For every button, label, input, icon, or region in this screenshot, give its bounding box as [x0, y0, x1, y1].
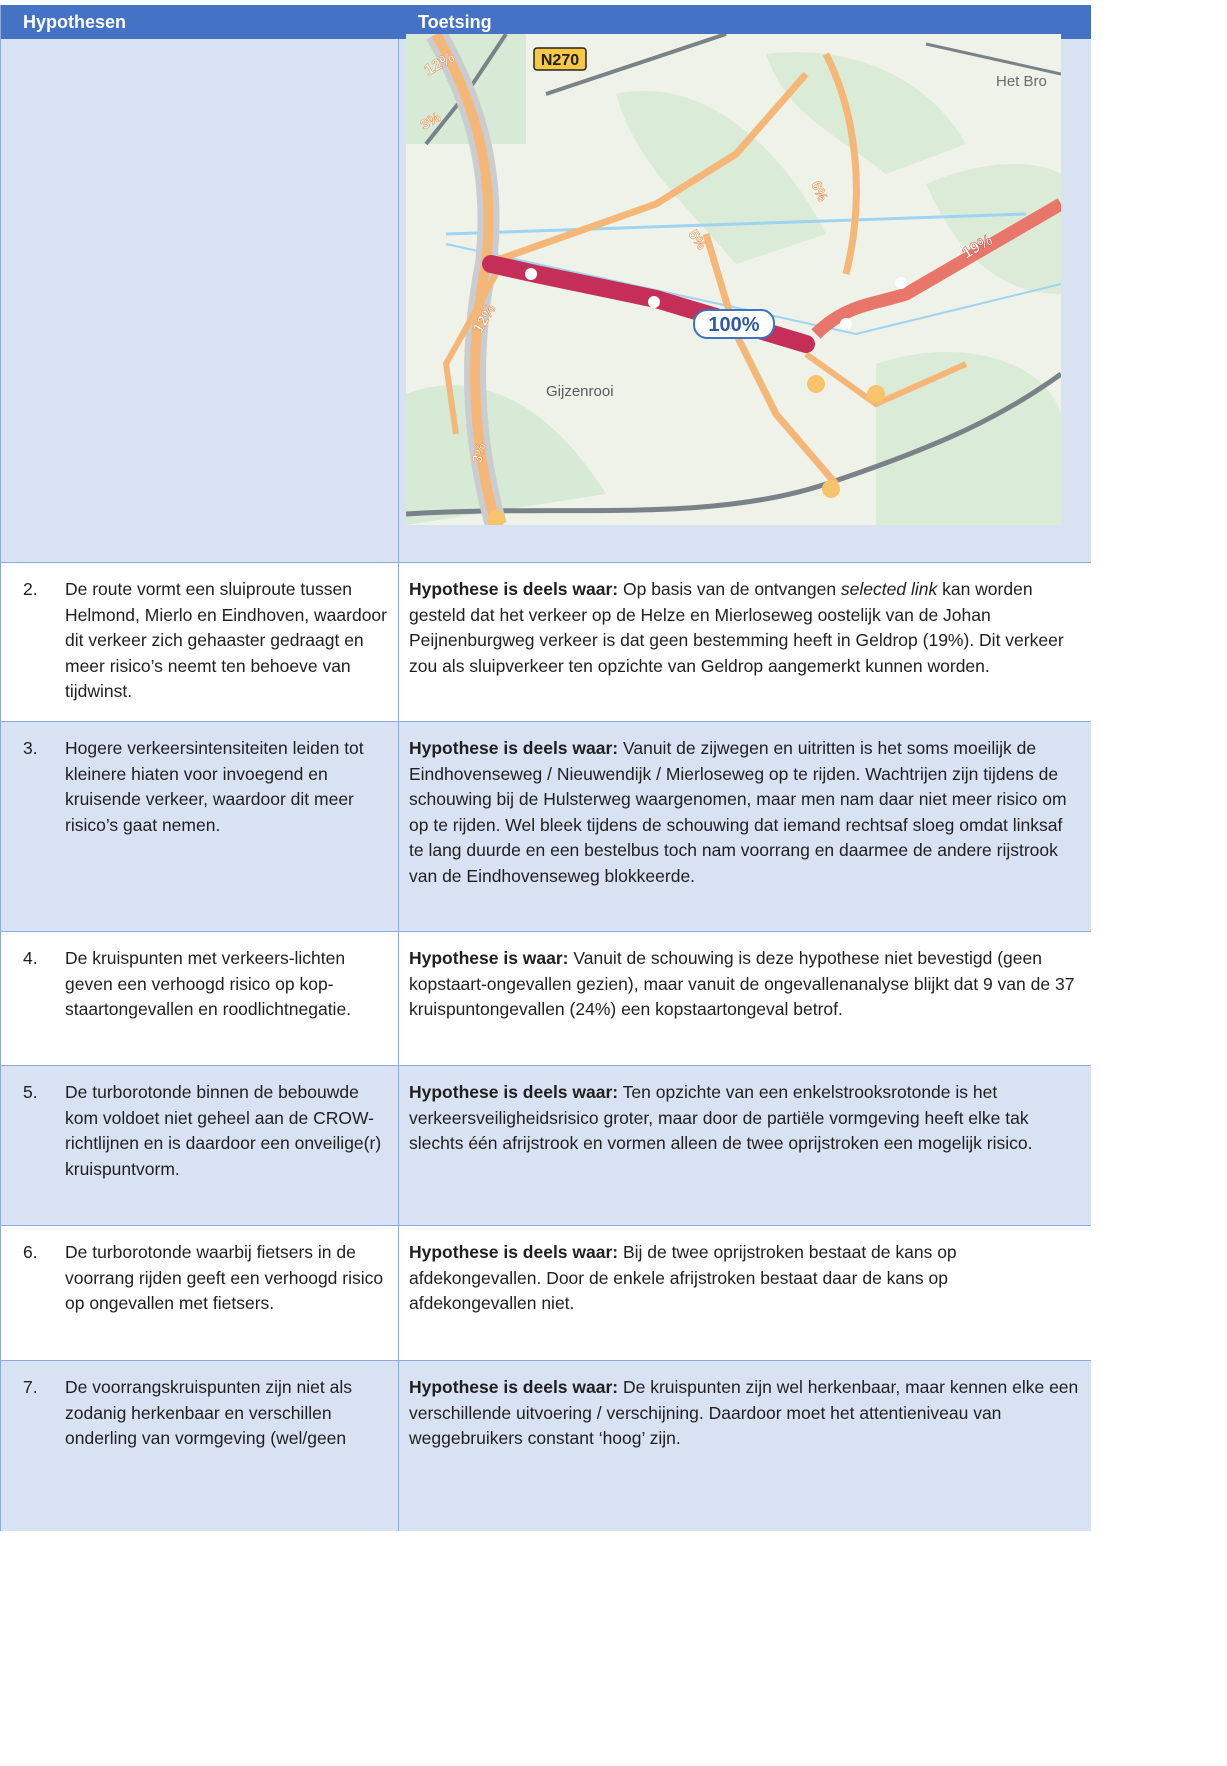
route-node [648, 296, 660, 308]
route-node [840, 318, 852, 330]
table-row: 6. De turborotonde waarbij fietsers in d… [1, 1226, 1091, 1361]
poi-marker-icon [867, 385, 885, 403]
route-node [895, 277, 907, 289]
highway-road [545, 34, 727, 96]
assessment-text: Hypothese is deels waar: Vanuit de zijwe… [409, 738, 1067, 886]
place-label: Gijzenrooi [546, 383, 614, 400]
assessment-verdict: Hypothese is deels waar: [409, 738, 619, 758]
highway-road [925, 42, 1061, 76]
assessment-text: Hypothese is deels waar: De kruispunten … [409, 1377, 1079, 1448]
assessment-verdict: Hypothese is deels waar: [409, 1242, 619, 1262]
secondary-route [822, 52, 860, 275]
table-row: 7. De voorrangskruispunten zijn niet als… [1, 1361, 1091, 1531]
road-number-label: N270 [541, 52, 579, 69]
selection-badge [693, 309, 775, 339]
header-hypothesen: Hypothesen [23, 12, 127, 32]
secondary-route [484, 71, 809, 268]
east-route [811, 198, 1061, 339]
highway-road [406, 371, 1061, 517]
assessment-text: Hypothese is deels waar: Op basis van de… [409, 579, 1064, 676]
poi-marker-icon [487, 510, 505, 525]
forest-area [876, 352, 1061, 525]
assessment-verdict: Hypothese is deels waar: [409, 579, 619, 599]
secondary-route [442, 272, 499, 435]
hypothesis-text: De kruispunten met verkeers-lichten geve… [65, 948, 352, 1019]
table-row: 4. De kruispunten met verkeers-lichten g… [1, 932, 1091, 1066]
hypothesis-text: De voorrangskruispunten zijn niet als zo… [65, 1377, 352, 1448]
hypothesis-text: De turborotonde binnen de bebouwde kom v… [65, 1082, 382, 1179]
row-number: 6. [23, 1242, 38, 1262]
assessment-text: Hypothese is deels waar: Ten opzichte va… [409, 1082, 1033, 1153]
assessment-text: Hypothese is deels waar: Bij de twee opr… [409, 1242, 957, 1313]
assessment-text: Hypothese is waar: Vanuit de schouwing i… [409, 948, 1075, 1019]
forest-area [616, 90, 826, 264]
row-number: 3. [23, 738, 38, 758]
secondary-route [804, 351, 968, 408]
hypothesis-text: Hogere verkeersintensiteiten leiden tot … [65, 738, 364, 835]
selected-link-term: selected link [840, 579, 938, 599]
road-number-badge [533, 47, 587, 71]
selected-link-map: N270 Het Bro Gijzenrooi 100% 12% 3% 6% 5… [406, 34, 1061, 525]
poi-marker-icon [822, 480, 840, 498]
selection-percentage: 100% [708, 314, 759, 336]
assessment-verdict: Hypothese is deels waar: [409, 1377, 619, 1397]
forest-area [926, 164, 1061, 294]
assessment-verdict: Hypothese is deels waar: [409, 1082, 619, 1102]
poi-marker-icon [807, 375, 825, 393]
route-node [525, 268, 537, 280]
hypothesis-text: De route vormt een sluiproute tussen Hel… [65, 579, 387, 701]
row-number: 5. [23, 1082, 38, 1102]
table-row: 3. Hogere verkeersintensiteiten leiden t… [1, 722, 1091, 932]
place-label: Het Bro [996, 73, 1047, 90]
empty-hypothesis-cell [1, 39, 399, 562]
table-header: Hypothesen Toetsing [1, 5, 1091, 39]
row-number: 4. [23, 948, 38, 968]
percentage-label: 3% [468, 441, 489, 465]
row-number: 7. [23, 1377, 38, 1397]
row-number: 2. [23, 579, 38, 599]
table-row: 2. De route vormt een sluiproute tussen … [1, 563, 1091, 722]
hypothesis-text: De turborotonde waarbij fietsers in de v… [65, 1242, 384, 1313]
river-water [445, 243, 1061, 336]
river-water [445, 212, 1027, 236]
forest-area [766, 52, 966, 174]
secondary-route [702, 232, 839, 487]
header-toetsing: Toetsing [418, 12, 492, 32]
assessment-verdict: Hypothese is waar: [409, 948, 569, 968]
table-row: 5. De turborotonde binnen de bebouwde ko… [1, 1066, 1091, 1226]
